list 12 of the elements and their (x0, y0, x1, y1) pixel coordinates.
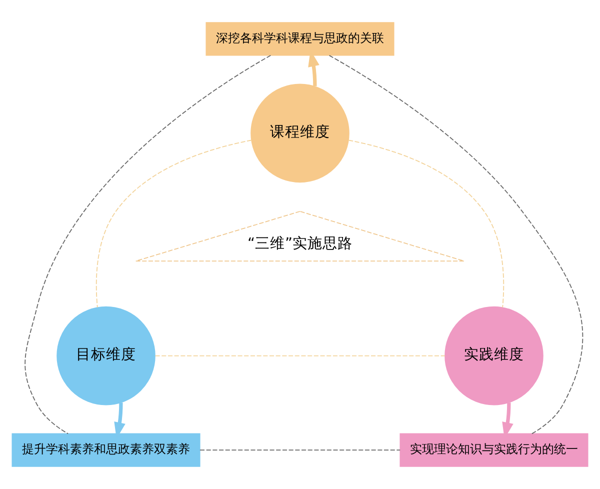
node-circle: 实践维度 (444, 306, 544, 406)
connector (328, 54, 584, 434)
node-circle: 课程维度 (250, 84, 350, 183)
connector (348, 140, 504, 308)
connector (200, 450, 401, 451)
node-box: 提升学科素养和思政素养双素养 (12, 433, 200, 467)
node-circle: 目标维度 (56, 306, 156, 406)
node-box: 深挖各科学科课程与思政的关联 (206, 22, 394, 56)
connector (24, 54, 272, 434)
connector (96, 140, 252, 308)
node-box: 实现理论知识与实践行为的统一 (400, 433, 588, 467)
connector (154, 355, 446, 356)
